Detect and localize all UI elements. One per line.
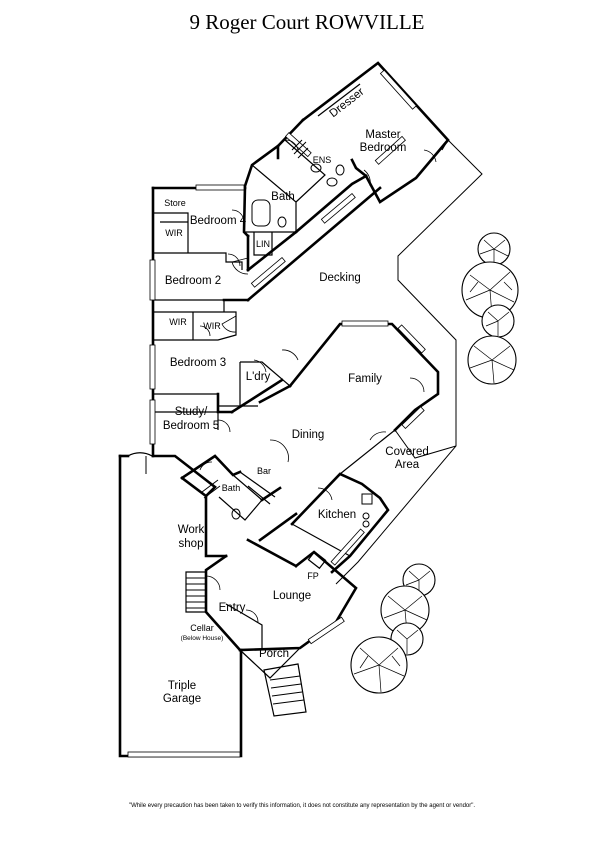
label-entry: Entry [219, 602, 246, 614]
disclaimer: "While every precaution has been taken t… [129, 803, 475, 809]
tree [350, 636, 408, 694]
label-cellar-note: (Below House) [181, 635, 224, 642]
tree [380, 585, 430, 635]
label-workshop-2: shop [179, 538, 204, 550]
windows [149, 69, 426, 645]
deck-outline [335, 139, 483, 585]
label-ldry: L'dry [246, 371, 271, 383]
label-bar: Bar [257, 466, 271, 476]
fixtures [201, 83, 373, 542]
label-fp: FP [307, 571, 319, 581]
label-wir-2: WIR [169, 317, 187, 327]
label-garage-2: Garage [163, 693, 201, 705]
label-kitchen: Kitchen [318, 509, 356, 521]
label-bath-upper: Bath [271, 191, 295, 203]
label-porch: Porch [259, 648, 289, 660]
tree [481, 304, 515, 338]
label-bath-lower: Bath [222, 483, 241, 493]
label-bedroom-3: Bedroom 3 [170, 357, 226, 369]
label-covered-2: Area [395, 459, 420, 471]
plan-title: 9 Roger Court ROWVILLE [189, 10, 424, 34]
label-dresser: Dresser [327, 86, 366, 120]
doors [199, 139, 437, 623]
label-dining: Dining [292, 429, 325, 441]
label-garage-1: Triple [168, 680, 196, 692]
label-store: Store [164, 198, 186, 208]
trees [350, 232, 519, 694]
label-covered-1: Covered [385, 446, 428, 458]
label-study-1: Study/ [175, 406, 208, 418]
label-wir-1: WIR [165, 228, 183, 238]
label-cellar: Cellar [190, 623, 214, 633]
label-bedroom-4: Bedroom 4 [190, 215, 247, 227]
label-family: Family [348, 373, 382, 385]
label-lounge: Lounge [273, 590, 311, 602]
label-bedroom-2: Bedroom 2 [165, 275, 221, 287]
label-wir-3: WIR [203, 321, 221, 331]
label-ens: ENS [313, 155, 332, 165]
label-lin: LIN [256, 239, 270, 249]
label-master-bedroom-2: Bedroom [360, 142, 407, 154]
tree [477, 232, 511, 266]
label-study-2: Bedroom 5 [163, 420, 219, 432]
label-workshop-1: Work [178, 524, 205, 536]
label-decking: Decking [319, 272, 361, 284]
label-master-bedroom-1: Master [365, 129, 400, 141]
tree [467, 335, 517, 385]
